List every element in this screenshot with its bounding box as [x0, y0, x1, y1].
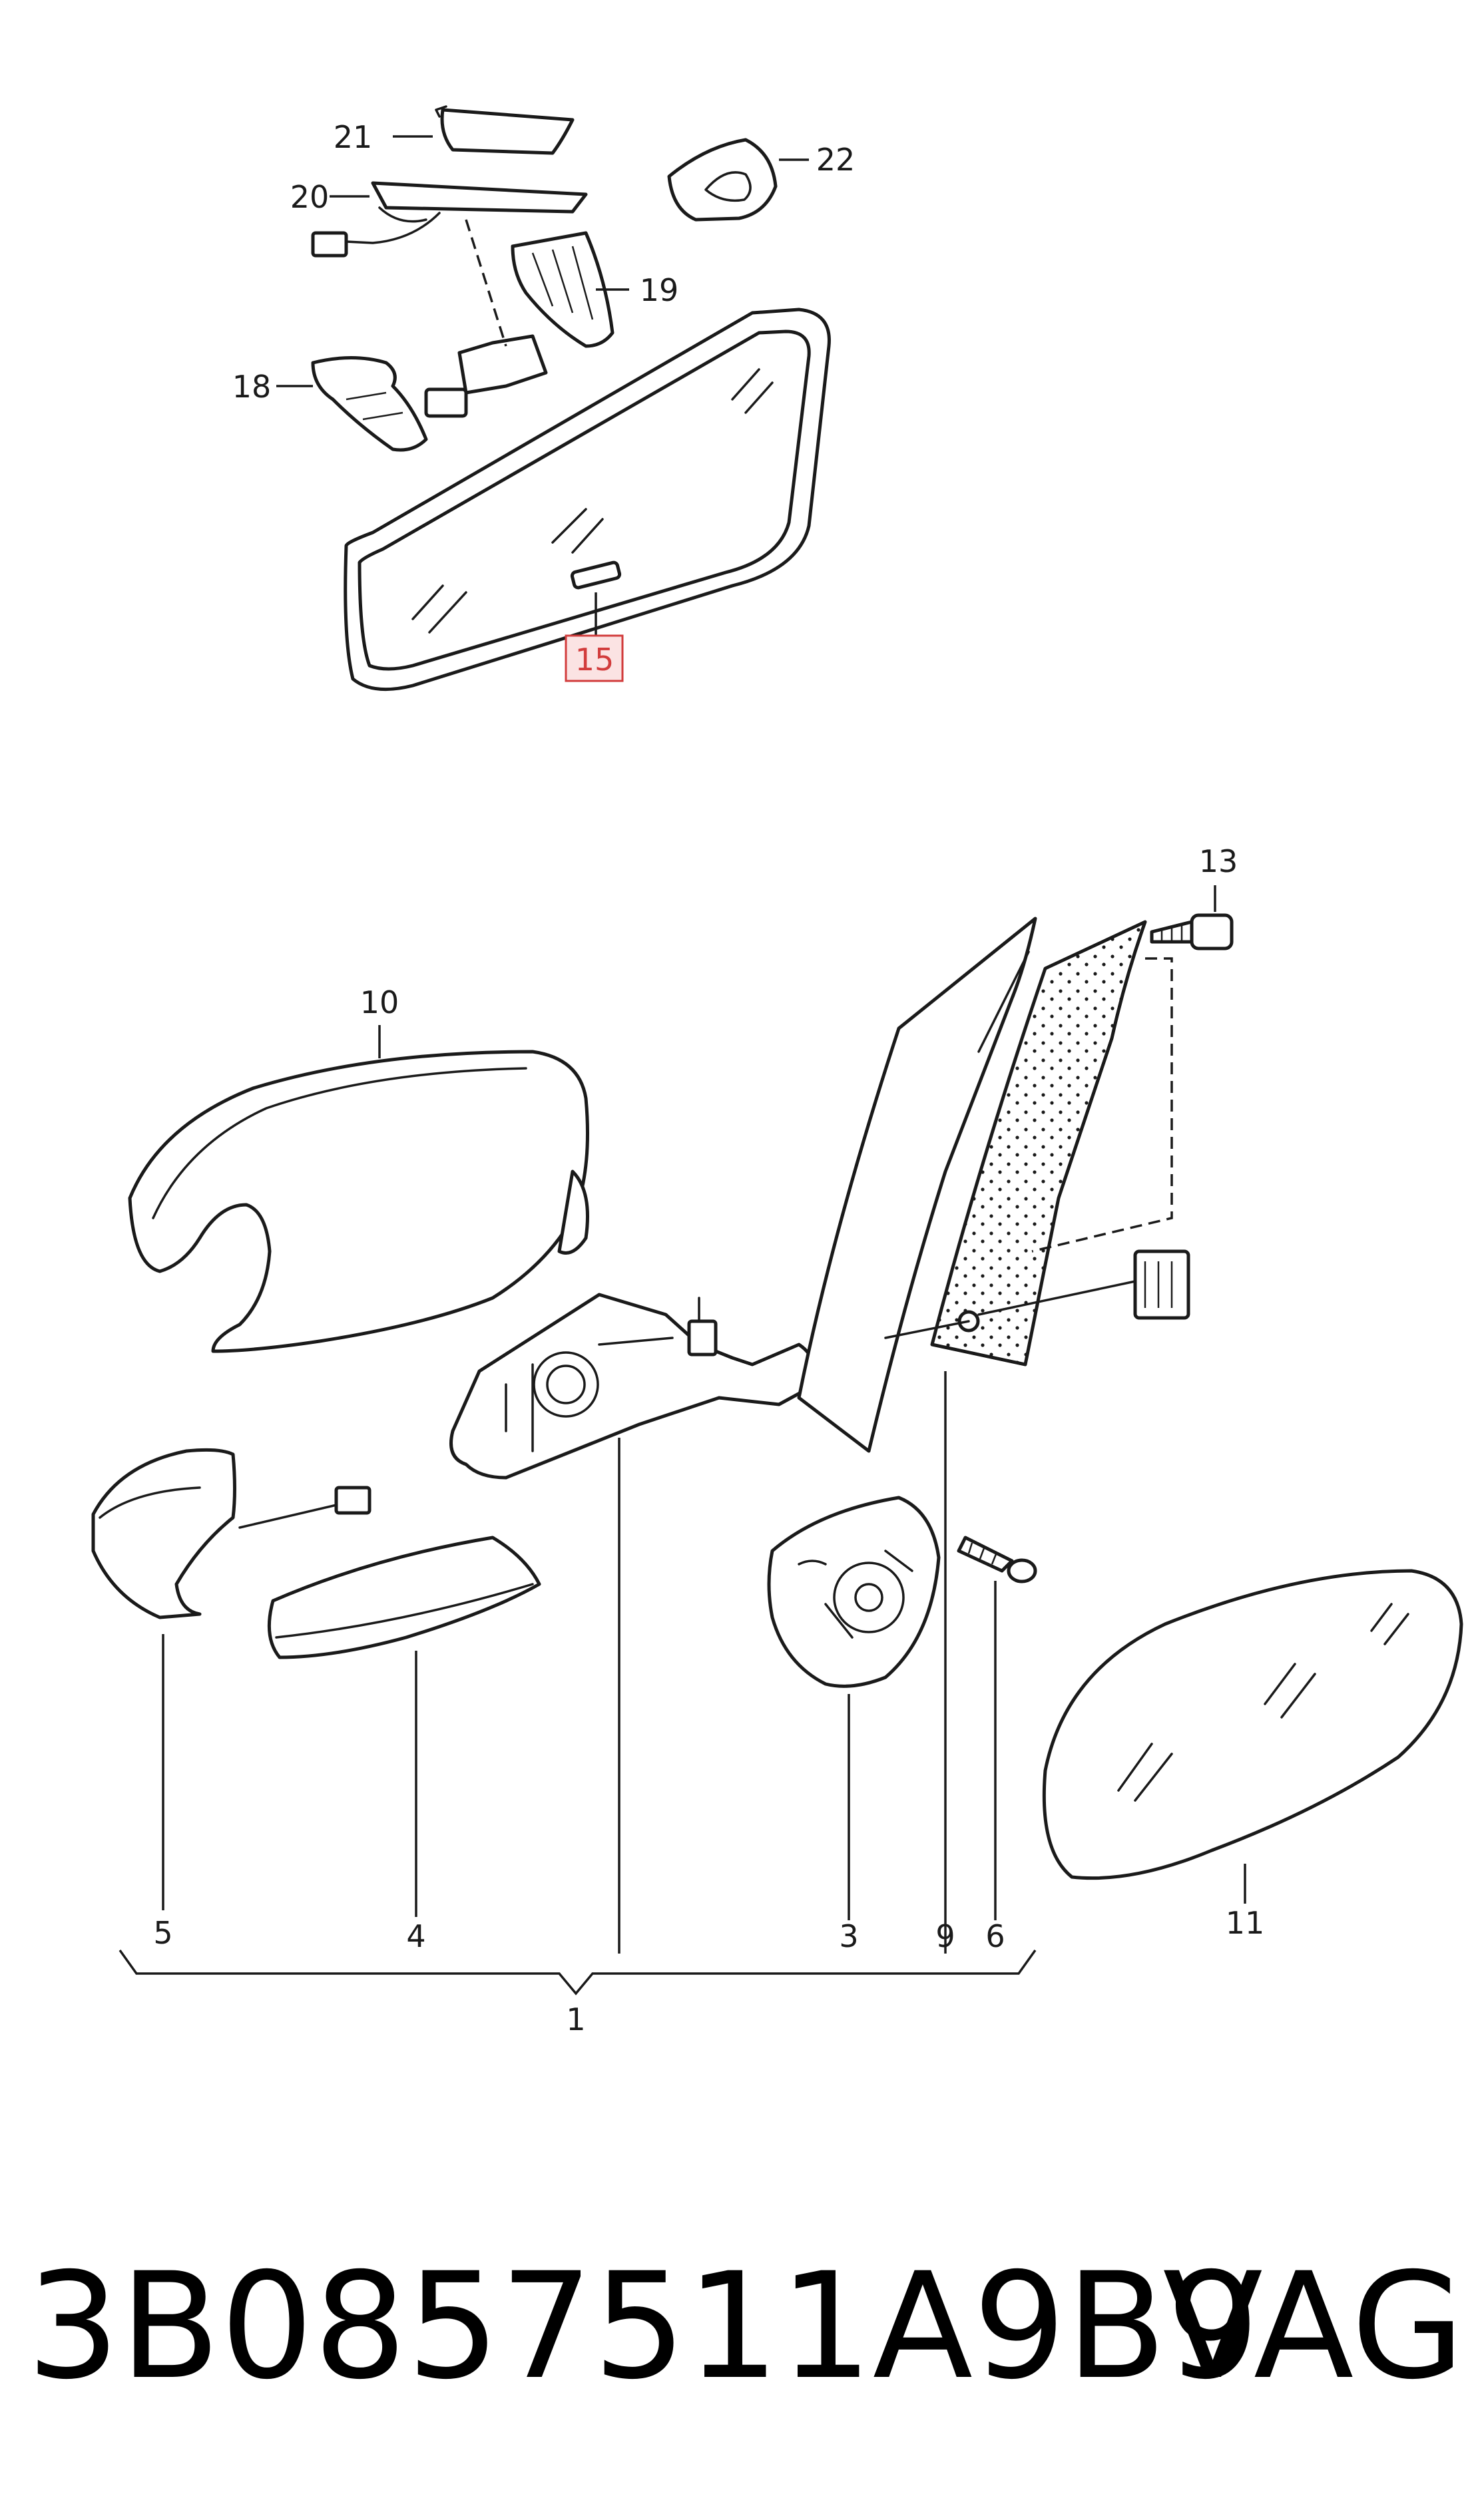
- callout-15: 15: [575, 642, 615, 678]
- callout-4: 4: [406, 1918, 425, 1954]
- callout-22: 22: [816, 142, 856, 178]
- part-number: 3B0857511A9B9: [27, 2241, 1260, 2412]
- part-13-bolt: [1150, 885, 1234, 950]
- callout-11: 11: [1226, 1905, 1265, 1941]
- callout-15-box: [565, 634, 624, 682]
- part-11-mirror-glass: [1042, 1569, 1463, 1904]
- callout-1: 1: [566, 2001, 585, 2037]
- group-bracket-part-1: [119, 1949, 1037, 1995]
- callout-19: 19: [640, 272, 679, 308]
- callout-20: 20: [290, 179, 330, 215]
- part-22-clip: [667, 138, 809, 222]
- callout-3: 3: [839, 1918, 858, 1954]
- callout-21: 21: [334, 119, 373, 155]
- exterior-mirror-assembly: [91, 885, 1463, 1995]
- part-9-glass-plate: [797, 917, 1037, 1453]
- callout-13: 13: [1199, 843, 1238, 879]
- callout-6: 6: [985, 1918, 1005, 1954]
- part-9-adhesive-pad: [884, 920, 1190, 1954]
- part-19-shroud: [511, 231, 629, 348]
- interior-mirror-assembly: [276, 105, 831, 692]
- part-4-trim-strip: [267, 1536, 541, 1917]
- part-6-screw: [957, 1536, 1037, 1920]
- part-20-wiring-harness: [311, 181, 588, 258]
- callout-labels: 21 20 22 19 18 15 13 10 5 4 3 9 6 11 1: [153, 119, 1264, 2037]
- part-15-interior-mirror: [344, 308, 831, 692]
- footer-caption: 3B0857511A9B9 VAG: [27, 2243, 1465, 2410]
- callout-9: 9: [935, 1918, 955, 1954]
- part-3-motor: [767, 1496, 941, 1920]
- part-1-mirror-base: [449, 1293, 818, 1954]
- brand-name: VAG: [1162, 2241, 1465, 2412]
- mirror-mount-connectors: [424, 219, 548, 418]
- part-21-cover-strip: [393, 105, 575, 155]
- callout-5: 5: [153, 1915, 172, 1951]
- callout-18: 18: [232, 369, 272, 405]
- part-5-lower-cover: [91, 1448, 371, 1910]
- part-18-shroud: [276, 356, 428, 452]
- part-10-housing-cover: [128, 1025, 589, 1353]
- callout-10: 10: [360, 984, 399, 1020]
